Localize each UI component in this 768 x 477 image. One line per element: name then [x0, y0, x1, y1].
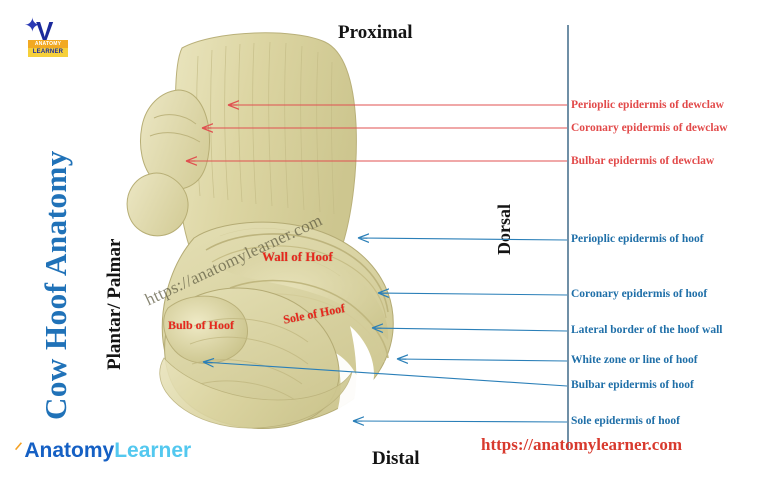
anatomylearner-bottom-logo: ᐟAnatomyLearner [14, 440, 191, 470]
callout-bulbar-epidermis-of-dewclaw: Bulbar epidermis of dewclaw [571, 155, 715, 167]
logo-word-learner: Learner [114, 439, 192, 462]
callout-perioplic-epidermis-of-dewclaw: Perioplic epidermis of dewclaw [571, 99, 724, 111]
logo-band-learner: LEARNER [28, 48, 68, 57]
callout-bulbar-epidermis-of-hoof: Bulbar epidermis of hoof [571, 379, 694, 391]
callout-white-zone-or-line-of-hoof: White zone or line of hoof [571, 354, 698, 366]
site-url[interactable]: https://anatomylearner.com [481, 435, 682, 454]
logo-letter-v: V [36, 16, 54, 46]
callout-sole-epidermis-of-hoof: Sole epidermis of hoof [571, 415, 680, 427]
human-figure-icon: ᐟ [14, 438, 24, 463]
orientation-proximal: Proximal [338, 22, 413, 43]
image-label-wall-of-hoof: Wall of Hoof [262, 249, 333, 264]
logo-band-learner-text: LEARNER [32, 49, 64, 55]
callout-coronary-epidermis-of-dewclaw: Coronary epidermis of dewclaw [571, 122, 728, 134]
cow-hoof-photograph [120, 26, 440, 446]
callout-perioplic-epidermis-of-hoof: Perioplic epidermis of hoof [571, 233, 704, 245]
orientation-distal: Distal [372, 448, 420, 469]
logo-word-anatomy: Anatomy [24, 439, 115, 462]
image-label-bulb-of-hoof: Bulb of Hoof [168, 318, 235, 332]
label-divider-line [567, 25, 569, 450]
logo-band-anatomy: ANATOMY [28, 40, 68, 48]
callout-lateral-border-of-the-hoof-wall: Lateral border of the hoof wall [571, 324, 723, 336]
logo-band-anatomy-text: ANATOMY [34, 41, 62, 47]
star-icon: ✦ [24, 15, 41, 37]
callout-coronary-epidermis-of-hoof: Coronary epidermis of hoof [571, 288, 708, 300]
anatomylearner-top-logo: ✦ V ANATOMY LEARNER [22, 16, 74, 62]
